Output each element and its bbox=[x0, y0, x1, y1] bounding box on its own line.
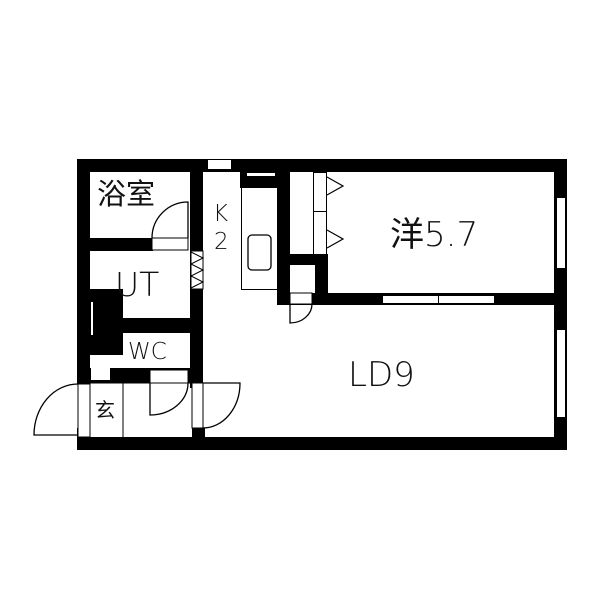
accordion-door-ut[interactable] bbox=[189, 250, 205, 290]
wc-door[interactable] bbox=[149, 369, 189, 416]
ut-left-slit bbox=[91, 302, 93, 335]
outer-wall-bottom bbox=[77, 437, 567, 450]
wall-closet-lower bbox=[290, 254, 328, 265]
wall-ut-bottom bbox=[106, 318, 200, 333]
wall-closet-right bbox=[315, 254, 328, 305]
window-western-room bbox=[556, 197, 566, 269]
entrance-storage bbox=[91, 355, 110, 380]
closet-door-lower-triangle bbox=[326, 229, 345, 249]
wall-kitchen-closet bbox=[277, 170, 290, 305]
window-living-dining bbox=[556, 329, 566, 418]
closet-door-upper-triangle bbox=[326, 176, 345, 196]
wall-entrance-right bbox=[192, 428, 205, 438]
room-label-entrance: 玄 bbox=[95, 398, 115, 422]
window-kitchen-top bbox=[207, 159, 232, 170]
room-label-toilet: WC bbox=[128, 339, 167, 365]
bathroom-door[interactable] bbox=[151, 201, 189, 251]
ld-door[interactable] bbox=[191, 382, 241, 429]
room-label-kitchen-size: 2 bbox=[214, 229, 229, 255]
closet-door-lower[interactable] bbox=[313, 211, 327, 255]
room-label-western: 洋5.7 bbox=[390, 215, 479, 255]
room-label-utility: UT bbox=[115, 265, 160, 304]
wall-bath-ut bbox=[89, 238, 153, 251]
kitchen-vent bbox=[247, 173, 275, 176]
outer-wall-left-upper bbox=[77, 159, 90, 384]
closet-door-small[interactable] bbox=[289, 292, 313, 324]
sliding-door-right[interactable] bbox=[438, 295, 495, 304]
room-label-living-dining: LD9 bbox=[348, 355, 415, 395]
front-door[interactable] bbox=[33, 383, 91, 438]
room-label-kitchen-k: K bbox=[213, 201, 229, 227]
closet-lower-space bbox=[290, 265, 315, 293]
kitchen-sink bbox=[247, 234, 272, 271]
room-label-bathroom: 浴室 bbox=[97, 177, 156, 211]
